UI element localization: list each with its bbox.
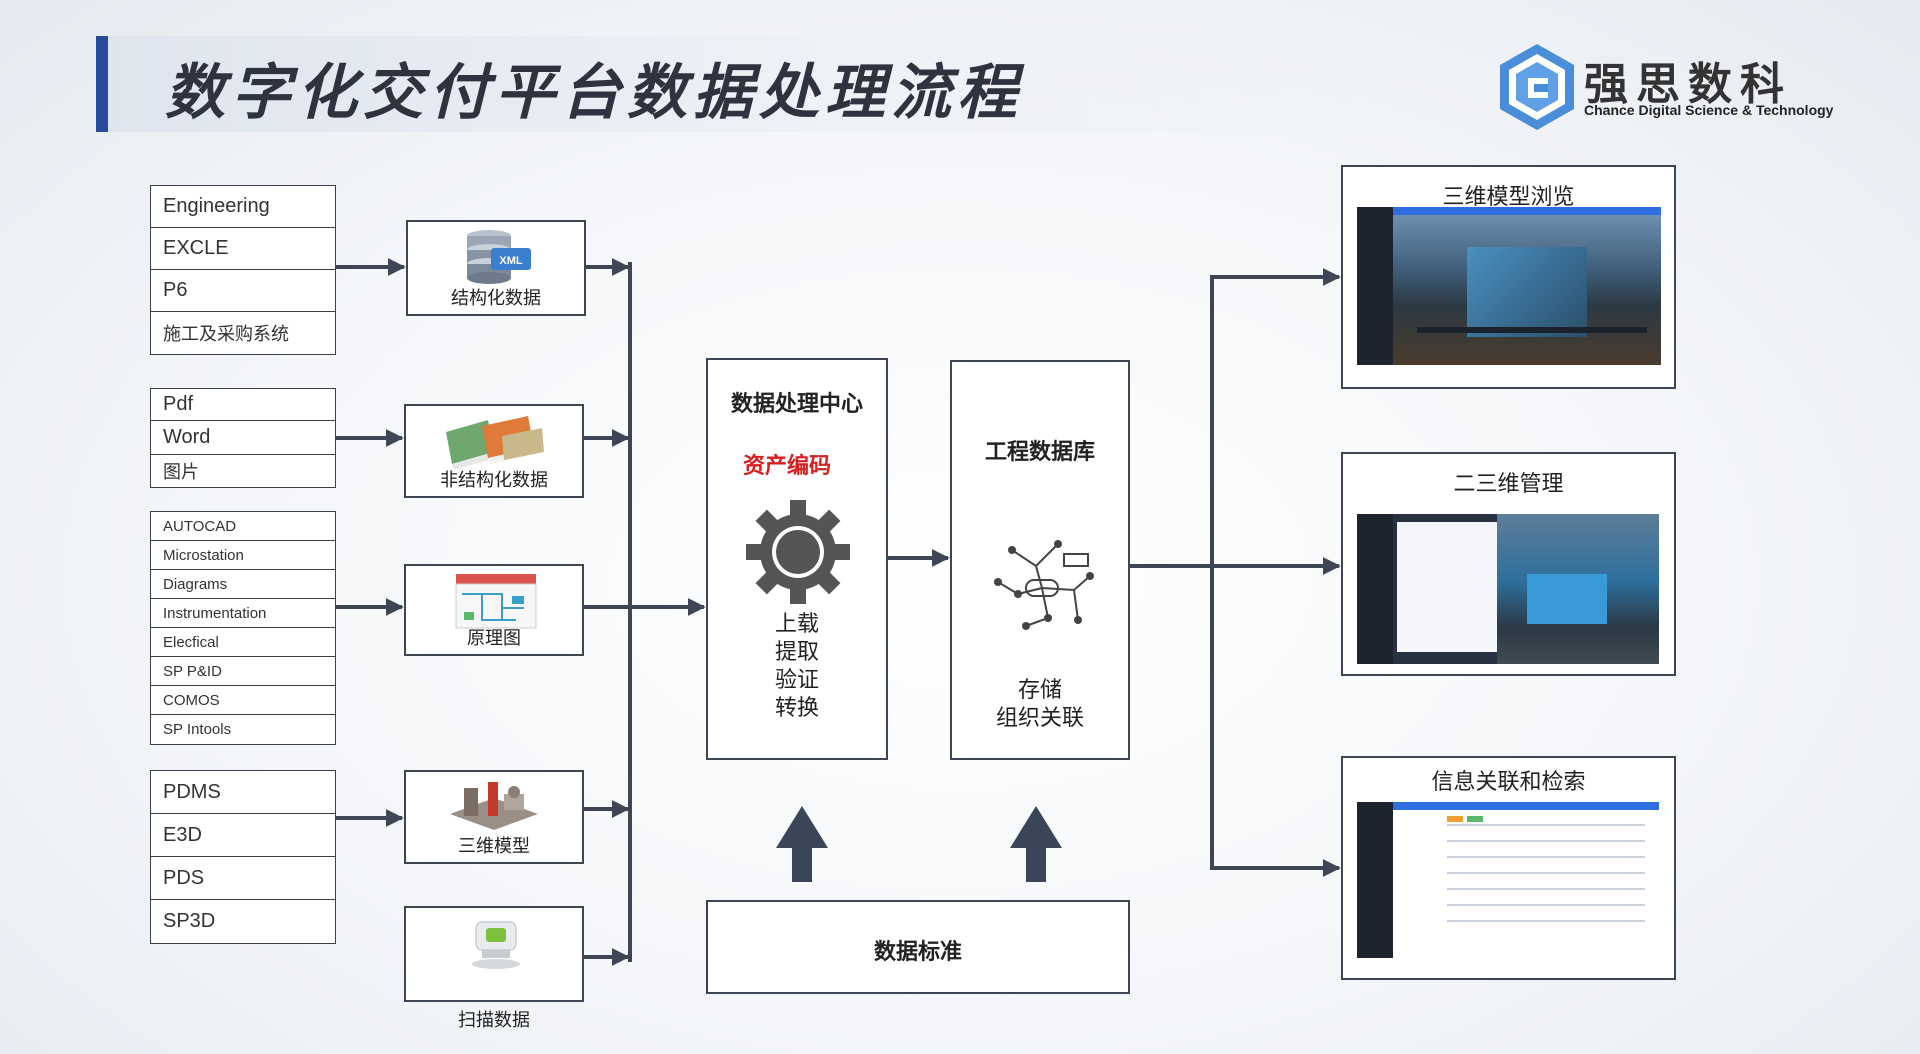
type-label: 原理图 [467,628,521,648]
source-group-3d: PDMS E3D PDS SP3D [150,770,336,944]
output-title: 二三维管理 [1453,471,1564,496]
processing-center: 数据处理中心 资产编码 上载 提取 验证 转换 [706,358,888,760]
source-group-documents: Pdf Word 图片 [150,388,336,488]
output-info-search: 信息关联和检索 [1341,756,1676,980]
database-title: 工程数据库 [984,439,1095,464]
source-group-business: Engineering EXCLE P6 施工及采购系统 [150,185,336,355]
list-item: SP P&ID [151,657,335,686]
list-item: AUTOCAD [151,512,335,541]
screenshot-2d3d-manager [1357,514,1659,664]
list-item: Instrumentation [151,599,335,628]
step-extract: 提取 [774,639,819,664]
type-scan [404,906,584,1002]
title-accent-bar [96,36,108,132]
list-item: PDMS [151,771,335,814]
screenshot-info-search [1357,802,1659,958]
data-standard-title: 数据标准 [873,939,962,964]
up-arrow-processing [776,806,828,882]
list-item: 施工及采购系统 [163,324,289,344]
list-item: Pdf [151,389,335,421]
list-item: Microstation [151,541,335,570]
output-title: 信息关联和检索 [1431,769,1586,794]
type-label: 结构化数据 [451,288,541,308]
list-item: 图片 [163,462,199,482]
schematic-icon [455,574,537,629]
logo-subtitle: Chance Digital Science & Technology [1584,102,1834,118]
output-3d-browse: 三维模型浏览 [1341,165,1676,389]
step-upload: 上载 [774,611,819,636]
processing-title: 数据处理中心 [730,391,863,416]
logo-icon [1500,44,1574,130]
asset-coding-label: 资产编码 [742,453,831,478]
scanner-icon [472,921,520,969]
list-item: P6 [151,270,335,312]
list-item: EXCLE [151,228,335,270]
type-structured: XML 结构化数据 [406,220,586,316]
engineering-database: 工程数据库 存储 组织关联 [950,360,1130,760]
database-icon-label: XML [499,255,523,267]
list-item: Word [151,421,335,455]
title-band [96,36,1426,132]
books-icon [446,416,544,470]
step-convert: 转换 [774,695,819,720]
up-arrow-database [1010,806,1062,882]
db-step-store: 存储 [1017,677,1062,702]
output-2d3d-manage: 二三维管理 [1341,452,1676,676]
gear-icon [746,500,850,604]
list-item: E3D [151,814,335,857]
type-3d-model: 三维模型 [404,770,584,864]
network-icon [994,540,1094,630]
type-unstructured: 非结构化数据 [404,404,584,498]
db-step-organize: 组织关联 [995,705,1084,730]
type-schematic: 原理图 [404,564,584,656]
list-item: Diagrams [151,570,335,599]
logo-text: 强思数科 [1584,59,1792,110]
source-group-drawings: AUTOCAD Microstation Diagrams Instrument… [150,511,336,745]
database-icon: XML [467,230,531,284]
step-validate: 验证 [774,667,819,692]
page-title: 数字化交付平台数据处理流程 [165,58,1023,128]
list-item: SP Intools [163,721,232,738]
type-label: 扫描数据 [458,1010,530,1030]
list-item: COMOS [151,686,335,715]
type-label: 非结构化数据 [440,470,548,490]
type-label: 三维模型 [458,836,530,856]
output-title: 三维模型浏览 [1442,184,1575,209]
screenshot-3d-viewer [1357,207,1661,365]
list-item: PDS [151,857,335,900]
list-item: Elecfical [151,628,335,657]
plant-model-icon [450,782,538,830]
list-item: SP3D [163,910,216,932]
list-item: Engineering [151,186,335,228]
data-standard: 数据标准 [706,900,1130,994]
